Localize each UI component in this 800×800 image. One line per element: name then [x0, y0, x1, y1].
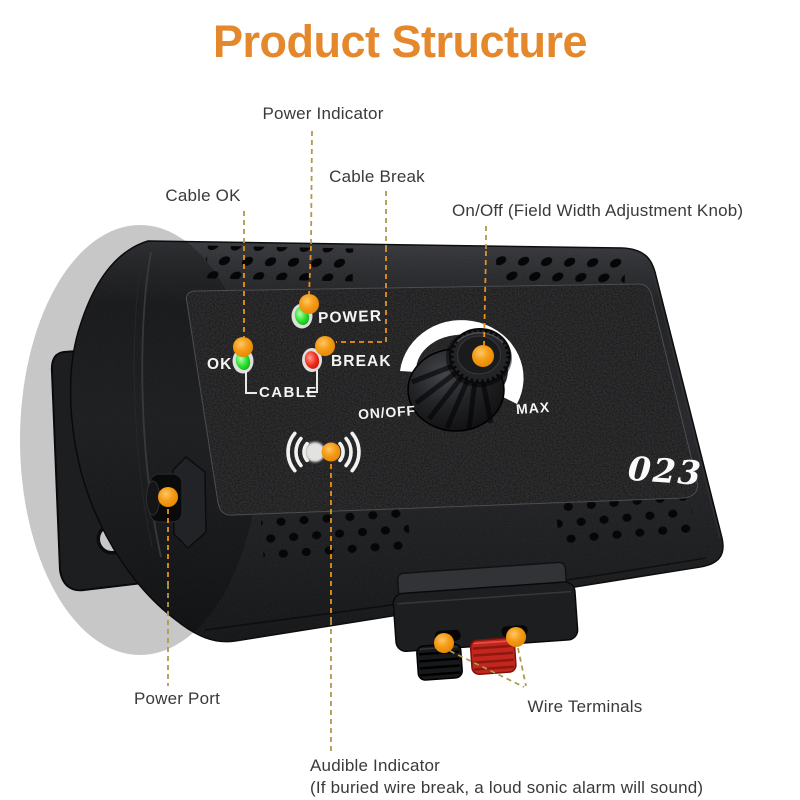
vent-holes-bottom-right: [555, 491, 694, 545]
terminal-lever-red: [469, 637, 517, 675]
callout-power-indicator: [299, 130, 319, 314]
callout-dot: [299, 294, 319, 314]
cable-ok-led-label: OK: [207, 356, 232, 373]
callout-onoff-knob: [472, 226, 494, 367]
callout-power-port: [158, 487, 178, 686]
page-title: Product Structure: [212, 16, 588, 67]
label-wire-terminals: Wire Terminals: [527, 697, 643, 716]
callout-cable-break: [315, 191, 387, 356]
callout-wire-terminals: [434, 627, 527, 688]
speaker-icon: [286, 431, 361, 473]
speaker-dot: [305, 442, 325, 462]
callout-dot: [233, 337, 253, 357]
transmitter-body: POWER OK BREAK CABLE: [20, 225, 724, 655]
callout-dot: [472, 345, 494, 367]
wire-terminal-block: [392, 561, 579, 681]
label-cable-ok: Cable OK: [165, 186, 241, 205]
label-audible-indicator: Audible Indicator: [310, 756, 441, 775]
label-cable-break: Cable Break: [329, 167, 425, 186]
label-power-port: Power Port: [133, 689, 221, 708]
callouts: [158, 130, 527, 752]
power-led-label: POWER: [318, 308, 383, 327]
callout-audible-indicator: [321, 442, 341, 752]
cable-break-led-label: BREAK: [331, 353, 392, 370]
knob-max-label: MAX: [515, 399, 550, 417]
cable-group-label: CABLE: [259, 384, 318, 401]
power-port: [146, 455, 207, 550]
label-power-indicator: Power Indicator: [262, 104, 384, 123]
knob-onoff-label: ON/OFF: [358, 402, 417, 422]
cable-group-bracket: [245, 370, 318, 394]
callout-dot: [321, 442, 341, 462]
callout-dot: [158, 487, 178, 507]
vent-holes-bottom-left: [260, 505, 411, 562]
vent-holes-top-left: [205, 245, 354, 282]
cable-break-led: [302, 348, 322, 372]
label-onoff-knob: On/Off (Field Width Adjustment Knob): [452, 201, 744, 220]
callout-cable-ok: [233, 211, 253, 357]
callout-dot: [506, 627, 526, 647]
model-code: 023: [627, 449, 704, 493]
callout-dot: [434, 633, 454, 653]
vent-holes-top-right: [495, 250, 626, 287]
callout-dot: [315, 336, 335, 356]
label-audible-indicator-note: (If buried wire break, a loud sonic alar…: [310, 778, 704, 797]
